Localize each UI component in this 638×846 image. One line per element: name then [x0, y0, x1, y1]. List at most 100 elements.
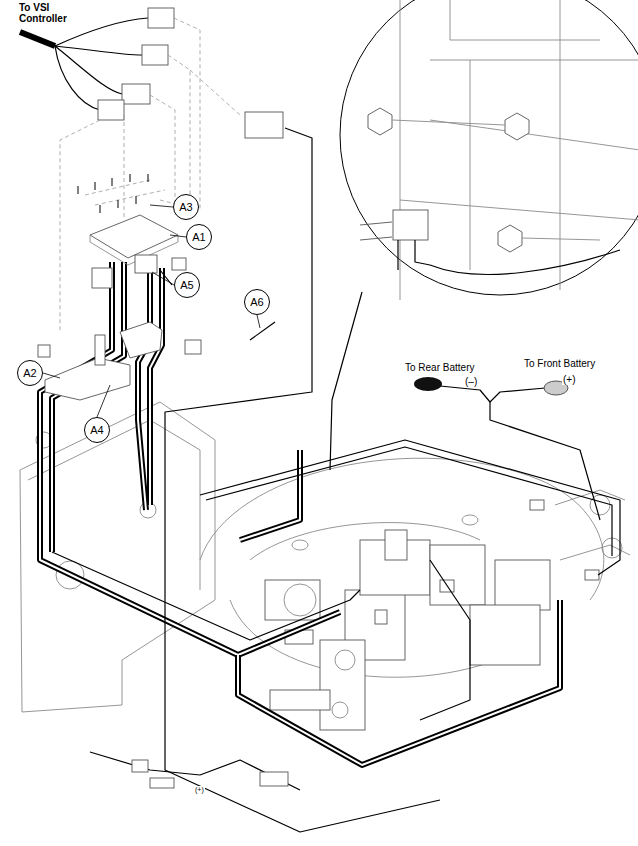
callout-number: A3 [179, 202, 192, 213]
callout-circle: A1 [186, 224, 212, 250]
wire-harness [40, 262, 340, 655]
leader-line [43, 205, 260, 417]
module-parts [38, 174, 275, 400]
leader-line [150, 205, 173, 207]
motor-assembly [530, 500, 544, 510]
module-parts [95, 182, 96, 190]
module-parts [135, 255, 157, 273]
module-parts [172, 258, 186, 270]
detail-inset [360, 222, 392, 240]
callout-number: A1 [192, 232, 205, 243]
destination-label: To Rear Battery [404, 362, 475, 373]
module-parts [250, 322, 275, 340]
vsi-harness [55, 46, 100, 110]
wire-harness [238, 600, 560, 765]
chassis-frame [292, 540, 308, 550]
wire-harness [420, 560, 470, 720]
detail-inset [393, 210, 428, 240]
detail-inset [470, 0, 560, 290]
callout-number: A6 [250, 297, 263, 308]
callout-number: A2 [23, 368, 36, 379]
detail-inset [505, 113, 529, 140]
module-parts [112, 178, 113, 186]
callout-number: A4 [90, 425, 103, 436]
vsi-harness [245, 112, 283, 138]
module-parts [118, 200, 119, 208]
callout-circle: A6 [244, 289, 270, 315]
lead-wire [260, 772, 288, 786]
vsi-harness [20, 8, 283, 330]
motor-assembly [284, 584, 316, 616]
wire-harness [240, 450, 300, 540]
module-parts [92, 268, 112, 288]
lead-wire [132, 760, 148, 772]
module-parts [95, 335, 105, 365]
detail-inset [330, 0, 638, 470]
motor-assembly [332, 702, 348, 718]
wire-harness [52, 552, 360, 640]
vsi-harness [98, 100, 124, 120]
wire-harness [40, 262, 340, 655]
motor-assembly [585, 570, 599, 580]
callout-circle: A5 [174, 272, 200, 298]
motor-assembly [495, 560, 550, 610]
vsi-harness [190, 70, 240, 115]
motor-assembly [265, 580, 320, 620]
vsi-harness [60, 18, 200, 330]
leader-line [43, 373, 60, 378]
module-parts [130, 174, 131, 182]
vsi-harness [122, 84, 150, 104]
wire-harness [206, 447, 612, 556]
motor-assembly [430, 545, 485, 605]
lead-wire [165, 128, 440, 832]
callout-circle: A4 [84, 417, 110, 443]
detail-inset [397, 240, 398, 270]
module-parts [38, 345, 50, 357]
motor-assembly [320, 640, 365, 730]
leader-line [170, 235, 186, 237]
module-parts [100, 205, 101, 213]
wire-harness [52, 262, 124, 552]
polarity-label: (+) [562, 374, 577, 385]
module-parts [185, 340, 201, 354]
destination-label: To Front Battery [523, 358, 596, 369]
module-parts [45, 358, 130, 400]
polarity-label: (–) [464, 376, 478, 387]
chassis-frame [555, 490, 630, 560]
detail-inset [392, 120, 600, 240]
battery-leads [440, 386, 545, 402]
leader-line [152, 272, 174, 285]
battery-leads [490, 402, 600, 520]
vsi-harness [148, 8, 174, 28]
destination-label: To VSI Controller [18, 2, 82, 24]
motor-assembly [375, 610, 387, 624]
detail-inset [368, 108, 392, 135]
motor-assembly [270, 690, 330, 710]
vsi-harness [142, 45, 168, 65]
vsi-harness [55, 46, 142, 55]
wire-harness [238, 600, 560, 765]
wire-harness [200, 440, 620, 575]
detail-inset [415, 240, 620, 274]
wire-harness [150, 268, 162, 505]
module-parts [90, 235, 178, 265]
callout-circle: A2 [17, 360, 43, 386]
module-parts [148, 174, 149, 182]
leader-line [97, 385, 110, 417]
wire-harness [150, 268, 162, 505]
wire-harness [240, 450, 300, 540]
detail-inset [400, 0, 638, 300]
module-parts [78, 174, 148, 213]
battery-leads [414, 377, 600, 520]
wire-harness [52, 262, 124, 552]
vsi-harness [55, 46, 122, 94]
vsi-harness [20, 32, 55, 46]
lead-wire [150, 778, 174, 788]
lead-wire [90, 752, 300, 790]
leader-line [257, 315, 260, 328]
callout-circle: A3 [173, 194, 199, 220]
module-parts [120, 322, 162, 358]
detail-inset [340, 0, 638, 295]
motor-assembly [335, 650, 355, 670]
module-parts [90, 215, 178, 258]
